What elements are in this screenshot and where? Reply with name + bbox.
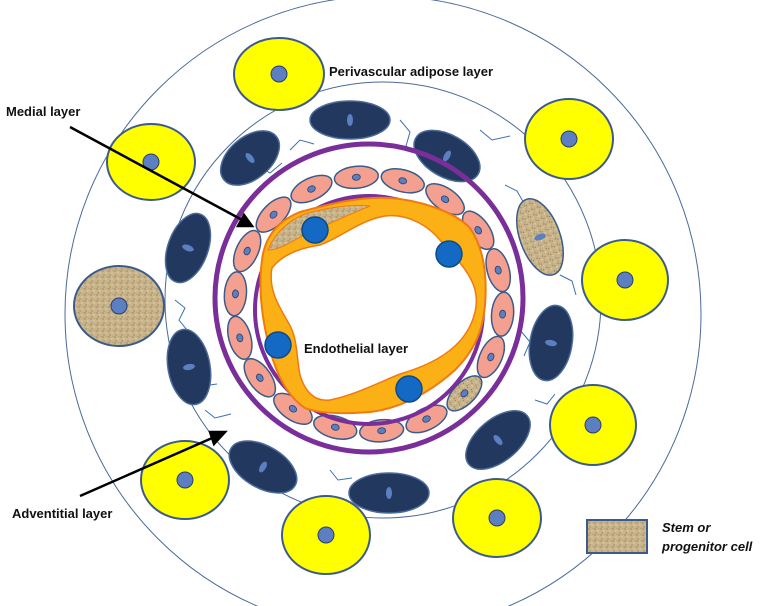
external-elastic-lamina <box>212 141 526 455</box>
adipocyte-nucleus <box>176 471 194 489</box>
legend-label-line1: Stem or <box>662 520 711 535</box>
endothelial-nuclei <box>264 216 463 403</box>
adventitial-cell <box>228 440 298 494</box>
medial-cell <box>243 357 277 398</box>
adventitial-label: Adventitial layer <box>12 506 112 521</box>
adventitial-layer-arrow <box>79 433 220 498</box>
adventitial-cells <box>164 100 574 514</box>
medial-layer-arrow <box>69 125 247 224</box>
medial-cell <box>313 414 358 440</box>
adipocyte-nucleus <box>560 130 578 148</box>
endothelial-label: Endothelial layer <box>304 341 408 356</box>
medial-cell <box>226 315 253 360</box>
adipocyte-nucleus <box>488 509 506 527</box>
adipocyte <box>140 440 230 520</box>
adipose-stem-cell <box>73 265 165 347</box>
adventitial-cell <box>164 212 212 284</box>
adipocyte <box>524 98 614 180</box>
adventitial-cell <box>348 472 430 514</box>
adventitial-cell <box>465 410 531 470</box>
adventitial-cell <box>166 328 212 406</box>
adipocyte-nucleus <box>270 65 288 83</box>
medial-cell <box>380 168 425 194</box>
outer-vessel-boundary <box>64 0 702 606</box>
legend-label-line2: progenitor cell <box>661 539 753 554</box>
adipocyte <box>281 495 371 575</box>
adipocytes <box>106 37 669 575</box>
perivascular-label: Perivascular adipose layer <box>329 64 493 79</box>
medial-cell <box>476 335 506 379</box>
adventitial-cell <box>309 100 391 140</box>
label-arrows <box>69 125 255 498</box>
adipocyte <box>452 478 542 558</box>
adipocyte <box>549 384 637 466</box>
adventitial-cell <box>528 304 574 382</box>
medial-cell <box>485 248 512 293</box>
adipocyte-nucleus <box>584 416 602 434</box>
medial-cell <box>223 271 248 317</box>
medial-label: Medial layer <box>6 104 80 119</box>
vessel-lumen <box>270 214 477 401</box>
adipocyte <box>581 239 669 321</box>
medial-cell <box>232 229 262 273</box>
medial-cell <box>490 291 515 337</box>
legend: Stem or progenitor cell <box>586 519 753 554</box>
adventitial-cell <box>413 129 481 183</box>
adipocyte <box>233 37 325 111</box>
medial-cell <box>333 165 380 190</box>
legend-stem-swatch <box>586 519 648 554</box>
medial-cell <box>290 174 333 204</box>
adventitial-cell <box>219 130 281 186</box>
adventitial-stem-cell <box>516 198 564 276</box>
adipocyte-nucleus <box>317 526 335 544</box>
adipocyte-nucleus <box>616 271 634 289</box>
